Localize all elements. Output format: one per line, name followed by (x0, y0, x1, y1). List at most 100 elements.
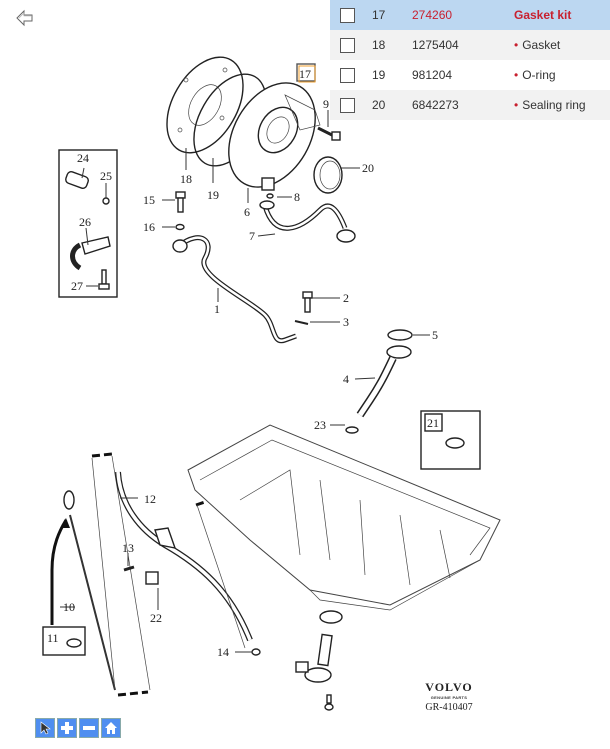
part-number-cell[interactable]: 981204 (412, 68, 453, 82)
row-checkbox[interactable] (340, 7, 355, 23)
callout-7[interactable]: 7 (249, 229, 255, 243)
drawing-code: GR-410407 (425, 702, 473, 713)
callout-12[interactable]: 12 (144, 492, 156, 506)
callout-10[interactable]: 10 (63, 600, 75, 614)
part-22-bracket[interactable] (145, 571, 159, 585)
part-12-dipstick-tube[interactable] (115, 471, 253, 642)
genuine-parts-label: GENUINE PARTS (430, 695, 468, 700)
zoom-toolbar (35, 718, 121, 738)
callout-16[interactable]: 16 (143, 220, 155, 234)
description-cell: O-ring (522, 68, 556, 82)
zoom-in-button[interactable] (57, 718, 77, 738)
part-3-washer[interactable] (294, 320, 309, 325)
part-number-cell[interactable]: 6842273 (412, 98, 459, 112)
part-15-bolt[interactable] (175, 191, 186, 213)
volvo-logo: VOLVO (425, 680, 473, 694)
part-18-gasket[interactable] (151, 44, 258, 166)
callout-26[interactable]: 26 (79, 215, 91, 229)
back-arrow-icon (16, 9, 33, 27)
callout-18[interactable]: 18 (180, 172, 192, 186)
position-cell: 18 (372, 38, 386, 52)
part-16-washer[interactable] (175, 223, 185, 231)
home-icon (105, 722, 117, 734)
part-8-oring[interactable] (266, 193, 274, 199)
part-number-cell[interactable]: 1275404 (412, 38, 459, 52)
minus-icon (83, 726, 95, 730)
callout-2[interactable]: 2 (343, 291, 349, 305)
callout-3[interactable]: 3 (343, 315, 349, 329)
back-button[interactable] (14, 8, 36, 28)
row-checkbox[interactable] (340, 97, 355, 113)
callout-11[interactable]: 11 (47, 631, 59, 645)
callout-14[interactable]: 14 (217, 645, 229, 659)
callout-labels: 1 2 3 4 5 6 7 8 9 10 11 12 13 14 15 16 1… (47, 63, 443, 659)
oil-level-sensor (295, 610, 343, 711)
part-11-oring[interactable] (66, 638, 82, 648)
part-26-bracket[interactable] (70, 236, 111, 271)
part-5-gasket[interactable] (387, 329, 413, 341)
callout-5[interactable]: 5 (432, 328, 438, 342)
part-25-washer[interactable] (102, 197, 110, 205)
table-row[interactable]: 17 274260 Gasket kit (330, 0, 610, 30)
bullet-icon: • (514, 38, 519, 52)
part-14-oring[interactable] (251, 648, 261, 656)
callout-20[interactable]: 20 (362, 161, 374, 175)
callout-17-highlight (298, 65, 316, 83)
volvo-brand: VOLVO GENUINE PARTS GR-410407 (414, 680, 484, 713)
row-checkbox[interactable] (340, 67, 355, 83)
callout-21[interactable]: 21 (427, 416, 439, 430)
zoom-out-button[interactable] (79, 718, 99, 738)
callout-27[interactable]: 27 (71, 279, 83, 293)
part-20-sealing-ring[interactable] (313, 156, 343, 194)
part-24-banjo-bolt[interactable] (65, 171, 90, 190)
part-9-bolt[interactable] (317, 126, 341, 141)
select-button[interactable] (35, 718, 55, 738)
callout-15[interactable]: 15 (143, 193, 155, 207)
detail-box-24-27 (58, 149, 118, 298)
dash-top-10 (91, 452, 113, 458)
part-23-oring[interactable] (345, 426, 359, 434)
part-13-bolt[interactable] (123, 565, 135, 572)
part-2-bolt[interactable] (302, 291, 313, 313)
callout-23[interactable]: 23 (314, 418, 326, 432)
position-cell: 19 (372, 68, 386, 82)
part-number-cell[interactable]: 274260 (412, 8, 453, 22)
bullet-icon: • (514, 98, 519, 112)
callout-17[interactable]: 17 (299, 67, 311, 81)
callout-22[interactable]: 22 (150, 611, 162, 625)
callout-4[interactable]: 4 (343, 372, 349, 386)
table-row[interactable]: 18 1275404 •Gasket (330, 30, 610, 60)
callout-19[interactable]: 19 (207, 188, 219, 202)
position-cell: 17 (372, 8, 386, 22)
callout-24[interactable]: 24 (77, 151, 89, 165)
parts-table: 17 274260 Gasket kit 18 1275404 •Gasket … (330, 0, 610, 120)
part-10-dipstick[interactable] (63, 490, 116, 691)
row-checkbox[interactable] (340, 37, 355, 53)
part-1-oil-pipe[interactable] (172, 235, 297, 344)
detail-box-21 (420, 410, 481, 470)
callout-25[interactable]: 25 (100, 169, 112, 183)
table-row[interactable]: 20 6842273 •Sealing ring (330, 90, 610, 120)
table-row[interactable]: 19 981204 •O-ring (330, 60, 610, 90)
callout-8[interactable]: 8 (294, 190, 300, 204)
callout-9[interactable]: 9 (323, 97, 329, 111)
oil-sump (187, 424, 501, 611)
position-cell: 20 (372, 98, 386, 112)
callout-1[interactable]: 1 (214, 302, 220, 316)
dash-bottom-10 (117, 690, 149, 697)
callout-13[interactable]: 13 (122, 541, 134, 555)
part-4-pipe[interactable] (356, 345, 412, 418)
bullet-icon: • (514, 68, 519, 82)
description-cell: Gasket (522, 38, 561, 52)
part-7-pickup-pipe[interactable] (259, 200, 356, 243)
callout-6[interactable]: 6 (244, 205, 250, 219)
home-button[interactable] (101, 718, 121, 738)
part-6-oil-pump[interactable] (211, 68, 333, 203)
part-27-bolt[interactable] (98, 269, 110, 290)
pointer-icon (40, 721, 51, 735)
callout-21-box (424, 413, 443, 432)
plus-icon (61, 722, 73, 734)
detail-box-11 (42, 626, 86, 656)
part-21-oring[interactable] (445, 437, 465, 449)
